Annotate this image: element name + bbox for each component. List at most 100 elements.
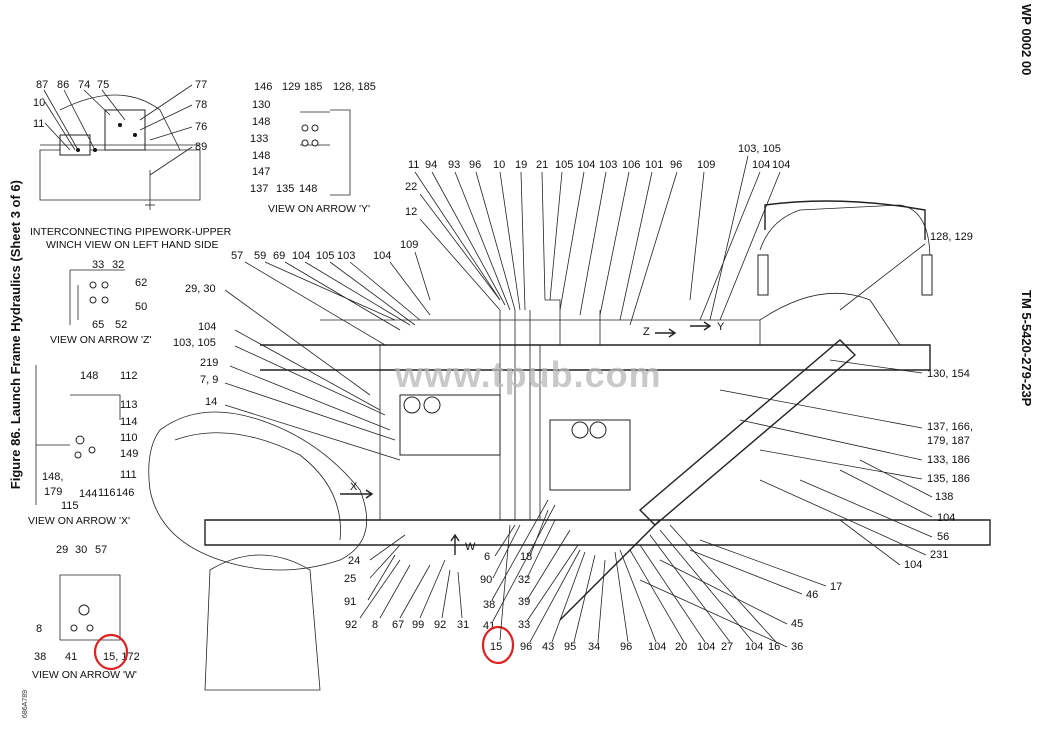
callout-15: 15 [490, 641, 502, 653]
callout: 34 [588, 641, 600, 653]
callout-15-172: 15, 172 [103, 651, 140, 663]
main-assembly: X W Y Z [148, 200, 991, 691]
callout: 109 [697, 159, 715, 171]
callout: 38 [34, 651, 46, 663]
callout: 17 [830, 581, 842, 593]
arrow-z-caption: VIEW ON ARROW 'Z' [50, 334, 151, 346]
callout: 21 [536, 159, 548, 171]
callout: 103, 105 [738, 143, 781, 155]
callout: 112 [120, 370, 138, 382]
callout: 86 [57, 79, 69, 91]
callout: 33 [518, 619, 530, 631]
callout: 22 [405, 181, 417, 193]
callout: 89 [195, 141, 207, 153]
callout: 130 [252, 99, 270, 111]
callout: 179, 187 [927, 435, 970, 447]
callout: 115 [61, 500, 79, 512]
watermark: www.tpub.com [395, 354, 662, 395]
winch-caption-2: WINCH VIEW ON LEFT HAND SIDE [46, 239, 219, 251]
callout: 78 [195, 99, 207, 111]
arrow-y-label: Y [717, 321, 725, 333]
arrow-x-label: X [350, 481, 358, 493]
figure-title: Figure 86. Launch Frame Hydraulics (Shee… [8, 180, 23, 490]
right-callouts: 128, 129 130, 154 137, 166, 179, 187 133… [639, 231, 973, 653]
callout: 96 [620, 641, 632, 653]
callout: 96 [670, 159, 682, 171]
callout: 27 [721, 641, 733, 653]
callout: 43 [542, 641, 554, 653]
callout: 59 [254, 250, 266, 262]
callout: 32 [112, 259, 124, 271]
tm-code: TM 5-5420-279-23P [1019, 290, 1034, 407]
callout: 104 [937, 512, 955, 524]
callout: 29, 30 [185, 283, 216, 295]
callout: 110 [120, 432, 138, 444]
callout: 67 [392, 619, 404, 631]
callout: 16 [768, 641, 780, 653]
callout: 99 [412, 619, 424, 631]
callout: 46 [806, 589, 818, 601]
callout: 135 [276, 183, 294, 195]
callout: 10 [493, 159, 505, 171]
callout: 147 [252, 166, 270, 178]
callout: 113 [120, 399, 138, 411]
callout: 148 [252, 116, 270, 128]
callout: 179 [44, 486, 62, 498]
callout: 52 [115, 319, 127, 331]
callout: 96 [469, 159, 481, 171]
callout: 105 [316, 250, 334, 262]
callout: 101 [645, 159, 663, 171]
callout: 137, 166, [927, 421, 973, 433]
arrow-z-label: Z [643, 326, 650, 338]
callout: 103 [337, 250, 355, 262]
arrow-x-inset: 148 112 113 114 110 149 111 146 148, 179… [28, 365, 138, 527]
callout: 12 [405, 206, 417, 218]
callout: 50 [135, 301, 147, 313]
callout: 111 [120, 469, 137, 481]
callout: 62 [135, 277, 147, 289]
callout: 104 [697, 641, 715, 653]
callout: 135, 186 [927, 473, 970, 485]
callout: 76 [195, 121, 207, 133]
callout: 33 [92, 259, 104, 271]
callout: 56 [937, 531, 949, 543]
callout: 133, 186 [927, 454, 970, 466]
callout: 57 [95, 544, 107, 556]
callout: 130, 154 [927, 368, 970, 380]
callout: 148 [252, 150, 270, 162]
callout: 25 [344, 573, 356, 585]
callout: 106 [622, 159, 640, 171]
callout: 137 [250, 183, 268, 195]
callout: 146 [254, 81, 272, 93]
drawing-number: 686A789 [22, 690, 29, 719]
callout: 104 [772, 159, 790, 171]
callout: 74 [78, 79, 90, 91]
callout: 36 [791, 641, 803, 653]
callout: 104 [745, 641, 763, 653]
arrow-w-label: W [465, 541, 476, 553]
arrow-w-caption: VIEW ON ARROW 'W' [32, 669, 137, 681]
callout: 24 [348, 555, 360, 567]
callout: 8 [36, 623, 42, 635]
arrow-y-caption: VIEW ON ARROW 'Y' [268, 203, 370, 215]
callout: 57 [231, 250, 243, 262]
callout: 148 [80, 370, 98, 382]
callout: 133 [250, 133, 268, 145]
callout: 11 [408, 159, 419, 171]
callout: 128, 185 [333, 81, 376, 93]
callout: 149 [120, 448, 138, 460]
callout: 138 [935, 491, 953, 503]
highlight-ring [93, 633, 129, 671]
callout: 104 [198, 321, 216, 333]
callout: 31 [457, 619, 469, 631]
callout: 77 [195, 79, 207, 91]
callout: 6 [484, 551, 490, 563]
callout: 148, [42, 471, 63, 483]
callout: 104 [648, 641, 666, 653]
arrow-z-inset: 33 32 62 50 65 52 VIEW ON ARROW 'Z' [50, 259, 151, 346]
callout: 129 [282, 81, 300, 93]
callout: 128, 129 [930, 231, 973, 243]
bottom-callouts: 24 25 91 92 8 67 99 92 31 6 90 38 41 15 … [344, 499, 780, 665]
callout: 11 [33, 118, 44, 130]
